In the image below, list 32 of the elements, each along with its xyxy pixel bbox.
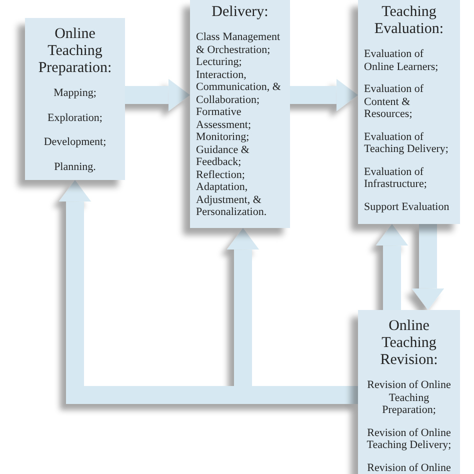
list-item: Evaluation of Infrastructure; — [364, 166, 428, 190]
process-box — [25, 18, 125, 180]
list-item: Mapping; — [52, 87, 98, 100]
list-item: Development; — [42, 136, 108, 148]
process-box — [358, 0, 460, 224]
arrow — [376, 224, 408, 310]
list-item: Revision of Online Teaching Preparation; — [366, 379, 452, 416]
process-box — [358, 310, 460, 474]
list-item: Support Evaluation — [364, 200, 450, 213]
list-item: Revision of Online — [366, 462, 452, 474]
list-item: Evaluation of Teaching Delivery; — [364, 130, 450, 156]
arrow — [412, 224, 444, 310]
list-item: Class Management & Orchestration; — [196, 31, 282, 56]
list-item: Reflection; — [196, 168, 246, 181]
list-item: Evaluation of Content & Resources; — [364, 83, 425, 120]
arrow — [290, 78, 358, 112]
box-heading: Online Teaching Preparation: — [37, 26, 113, 77]
list-item: Formative Assessment; — [196, 106, 252, 131]
box-heading: Delivery: — [210, 4, 270, 21]
list-item: Guidance & Feedback; — [196, 144, 250, 168]
box-heading: Online Teaching Revision: — [379, 318, 439, 369]
list-item: Evaluation of Online Learners; — [364, 48, 440, 73]
list-item: Monitoring; — [196, 131, 250, 144]
process-box — [190, 0, 290, 228]
arrow — [125, 78, 190, 112]
list-item: Planning. — [53, 160, 97, 173]
list-item: Adaptation, Adjustment, & Personalization. — [196, 181, 268, 218]
list-item: Revision of Online Teaching Delivery; — [366, 426, 452, 452]
list-item: Exploration; — [46, 112, 104, 124]
list-item: Interaction, Communication, & Collaboration; — [196, 68, 282, 106]
list-item: Lecturing; — [196, 56, 243, 68]
box-heading: Teaching Evaluation: — [373, 4, 445, 38]
